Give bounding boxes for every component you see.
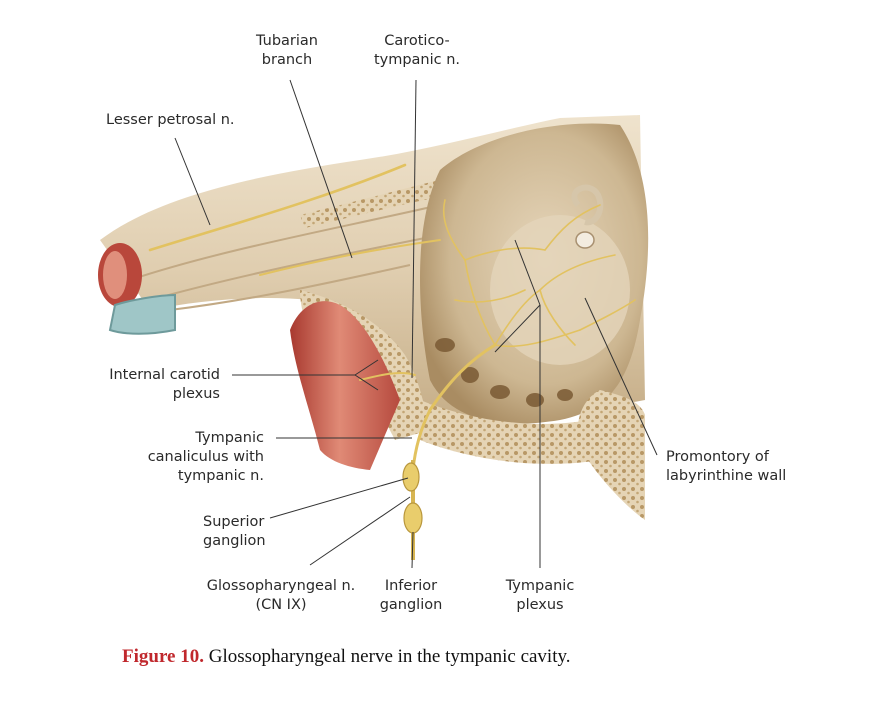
label-glossopharyngeal-nerve: Glossopharyngeal n.(CN IX) bbox=[206, 578, 356, 613]
leader-internal-carotid-b2 bbox=[354, 374, 379, 391]
label-caroticotympanic-nerve: Carotico-tympanic n. bbox=[373, 33, 461, 68]
leader-internal-carotid-b1 bbox=[354, 359, 379, 376]
figure-caption: Figure 10. Glossopharyngeal nerve in the… bbox=[122, 646, 571, 668]
caption-text: Glossopharyngeal nerve in the tympanic c… bbox=[203, 646, 571, 667]
leader-glossopharyngeal bbox=[309, 496, 411, 566]
caroticotympanic-nerve bbox=[359, 371, 416, 381]
tympanic-plexus-branches bbox=[442, 199, 636, 348]
leader-lesser-petrosal bbox=[174, 137, 211, 226]
leader-inferior-ganglion bbox=[411, 531, 414, 569]
leader-tympanic-plexus-b2 bbox=[494, 304, 541, 353]
leader-tympanic-plexus-b1 bbox=[514, 239, 541, 306]
spongy-bone-base bbox=[420, 400, 600, 464]
lesser-petrosal-nerve bbox=[148, 163, 407, 252]
stapes bbox=[571, 184, 604, 226]
promontory bbox=[490, 215, 630, 365]
figure-number: Figure 10. bbox=[122, 646, 204, 667]
inferior-ganglion-shape bbox=[403, 502, 423, 534]
cochlear-window bbox=[575, 231, 595, 249]
temporal-bone-block bbox=[100, 115, 649, 520]
leader-caroticotympanic bbox=[411, 79, 417, 379]
leader-promontory bbox=[584, 297, 658, 456]
superior-ganglion-shape bbox=[402, 462, 420, 492]
internal-carotid-artery bbox=[290, 301, 400, 470]
auditory-tube-opening bbox=[98, 243, 176, 335]
leader-lines bbox=[174, 79, 658, 569]
spongy-bone-right bbox=[577, 390, 645, 520]
leader-superior-ganglion bbox=[269, 477, 409, 519]
tubarian-branch-nerve bbox=[259, 239, 441, 276]
label-lesser-petrosal-nerve: Lesser petrosal n. bbox=[106, 112, 235, 128]
leader-tubarian bbox=[289, 79, 353, 259]
tympanic-nerve-trunk bbox=[411, 343, 497, 472]
tube-folds bbox=[129, 204, 441, 311]
nerves bbox=[148, 163, 636, 472]
